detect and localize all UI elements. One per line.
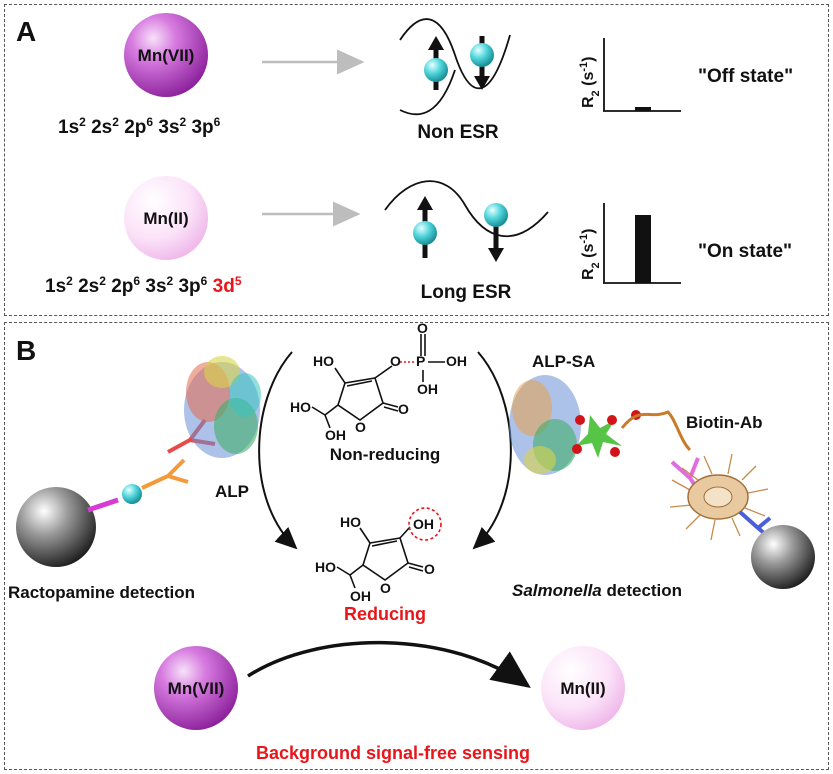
panel-b: [4, 322, 829, 770]
svg-text:OH: OH: [325, 427, 346, 443]
svg-text:P: P: [416, 353, 425, 369]
alp-sa-label: ALP-SA: [532, 352, 595, 371]
magnetic-bead-left: [16, 487, 96, 567]
electron-config-bottom: 1s2 2s2 2p6 3s2 3p6 3d5: [45, 274, 242, 297]
r2-axis-label-bottom: R2 (s-1): [578, 229, 602, 280]
salmonella-assembly: [509, 375, 815, 589]
ractopamine-label: Ractopamine detection: [8, 583, 195, 602]
svg-text:O: O: [355, 419, 366, 435]
electron-config-top: 1s2 2s2 2p6 3s2 3p6: [58, 115, 221, 138]
mn2-sphere-top: [124, 176, 208, 260]
mn2-sphere-bottom: [541, 646, 625, 730]
biotin-ab-label: Biotin-Ab: [686, 413, 762, 432]
svg-text:HO: HO: [340, 514, 361, 530]
spin-pair-separated: [384, 180, 549, 262]
panel-a: [4, 4, 829, 316]
bar-on: [635, 215, 651, 283]
svg-text:O: O: [417, 320, 428, 336]
svg-text:O: O: [380, 580, 391, 596]
svg-text:HO: HO: [315, 559, 336, 575]
mn7-sphere-bottom: [154, 646, 238, 730]
state-label-off: "Off state": [698, 66, 793, 87]
svg-text:O: O: [398, 401, 409, 417]
r2-plot-bottom: R2 (s-1): [578, 203, 681, 284]
panel-a-letter: A: [16, 16, 36, 47]
antigen-sphere: [122, 484, 142, 504]
footer-label: Background signal-free sensing: [256, 743, 530, 763]
orange-antibody: [141, 458, 189, 490]
curved-arrow-right: [472, 351, 512, 550]
spin-pair-tight: [399, 18, 511, 116]
svg-text:O: O: [390, 353, 401, 369]
non-reducing-label: Non-reducing: [330, 445, 441, 464]
mn2-label-top: Mn(II): [143, 209, 188, 228]
r2-plot-top: R2 (s-1): [578, 38, 681, 112]
mn7-sphere-top: [124, 13, 208, 97]
esr-label-bottom: Long ESR: [421, 282, 512, 303]
r2-axis-label-top: R2 (s-1): [578, 57, 602, 108]
reducing-label: Reducing: [344, 604, 426, 624]
mn2-label-bottom: Mn(II): [560, 679, 605, 698]
reducing-molecule: [336, 507, 442, 589]
alp-protein-left: [184, 356, 261, 458]
magnetic-bead-right: [751, 525, 815, 589]
alp-label: ALP: [215, 482, 249, 501]
svg-text:O: O: [424, 561, 435, 577]
salmonella-bacterium: [669, 453, 769, 541]
svg-text:OH: OH: [413, 516, 434, 532]
reducing-molecule-labels: HO OH HO OH O O: [315, 514, 435, 604]
mn7-label-bottom: Mn(VII): [168, 679, 225, 698]
linker-left: [87, 497, 119, 513]
bar-off: [635, 107, 651, 111]
non-reducing-molecule: [311, 334, 445, 429]
svg-text:HO: HO: [290, 399, 311, 415]
panel-b-letter: B: [16, 335, 36, 366]
streptavidin-star: [576, 415, 622, 458]
svg-text:HO: HO: [313, 353, 334, 369]
non-reducing-molecule-labels: HO O P OH O OH HO OH O O: [290, 320, 467, 443]
svg-text:OH: OH: [350, 588, 371, 604]
alp-protein-right: [509, 375, 581, 475]
svg-text:OH: OH: [417, 381, 438, 397]
ractopamine-assembly: [16, 356, 261, 567]
biotin-linker: [620, 410, 692, 452]
esr-label-top: Non ESR: [417, 122, 499, 143]
state-label-on: "On state": [698, 241, 792, 262]
curved-arrow-left: [258, 351, 298, 550]
mn7-label-top: Mn(VII): [138, 46, 195, 65]
svg-text:OH: OH: [446, 353, 467, 369]
salmonella-label: Salmonella detection: [512, 581, 682, 600]
reduction-arrow: [247, 641, 531, 689]
